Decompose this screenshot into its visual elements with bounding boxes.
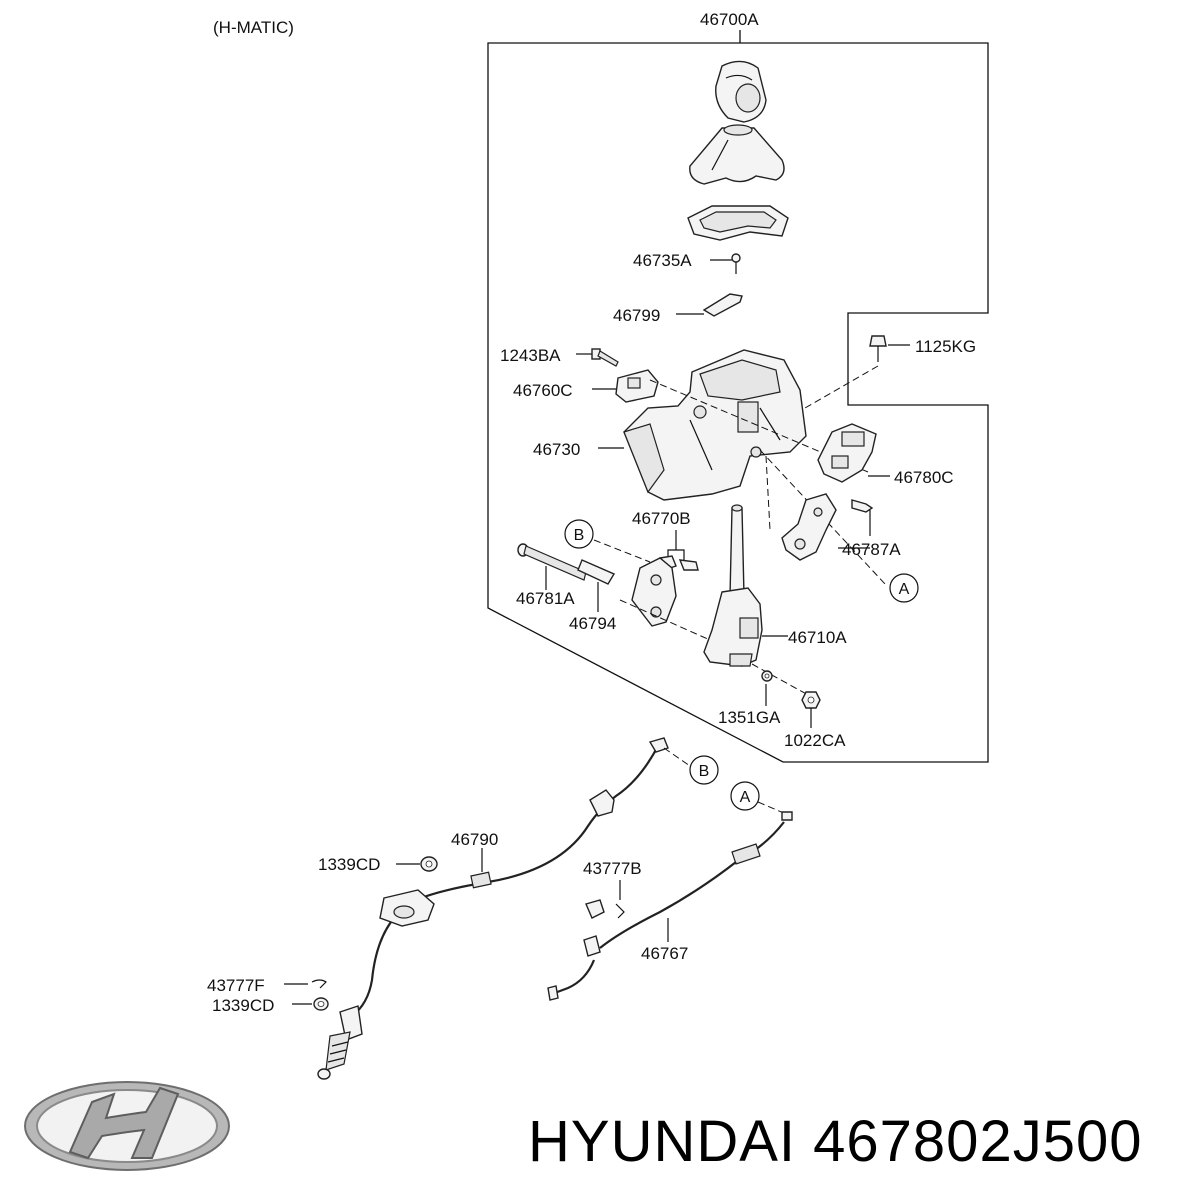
assembly-frame bbox=[487, 30, 989, 763]
select-cable-icon bbox=[547, 811, 793, 1001]
clip-icon bbox=[577, 559, 616, 585]
shifter-base-icon bbox=[623, 349, 807, 501]
lever-housing-icon bbox=[703, 587, 763, 667]
svg-text:B: B bbox=[699, 763, 710, 780]
svg-text:B: B bbox=[574, 527, 585, 544]
shift-cable-icon bbox=[317, 737, 669, 1080]
switch-icon bbox=[615, 369, 659, 403]
part-label-46781A: 46781A bbox=[516, 589, 575, 608]
svg-text:A: A bbox=[899, 581, 910, 598]
part-label-46780C: 46780C bbox=[894, 468, 954, 487]
bolt-icon bbox=[591, 348, 619, 367]
hyundai-logo-icon bbox=[24, 1081, 230, 1171]
grommet-icon bbox=[420, 856, 438, 872]
part-label-46799: 46799 bbox=[613, 306, 660, 325]
bolt-icon bbox=[869, 335, 887, 362]
shift-knob-icon bbox=[715, 60, 767, 123]
part-label-43777B: 43777B bbox=[583, 859, 642, 878]
part-label-46787A: 46787A bbox=[842, 540, 901, 559]
cotter-pin-icon bbox=[311, 979, 327, 989]
bracket-icon bbox=[702, 293, 743, 317]
reference-marker-b: B bbox=[564, 519, 594, 549]
screw-icon bbox=[851, 499, 874, 513]
shift-boot-icon bbox=[689, 124, 785, 185]
part-label-1022CA: 1022CA bbox=[784, 731, 846, 750]
svg-text:A: A bbox=[740, 789, 751, 806]
part-label-1243BA: 1243BA bbox=[500, 346, 561, 365]
part-label-46790: 46790 bbox=[451, 830, 498, 849]
brand-caption: HYUNDAI 467802J500 bbox=[528, 1108, 1142, 1175]
brand-part-number: 467802J500 bbox=[813, 1109, 1143, 1174]
reference-marker-a: A bbox=[889, 573, 919, 603]
indicator-bezel-icon bbox=[687, 205, 789, 241]
solenoid-icon bbox=[817, 423, 877, 483]
part-label-1125KG: 1125KG bbox=[915, 337, 976, 356]
assembly-code-label: 46700A bbox=[700, 10, 759, 29]
part-label-1339CD-top: 1339CD bbox=[318, 855, 380, 874]
part-label-1351GA: 1351GA bbox=[718, 708, 781, 727]
screw-icon bbox=[731, 253, 741, 274]
reference-marker-a: A bbox=[730, 781, 760, 811]
nut-icon bbox=[801, 691, 821, 709]
cover-plate-icon bbox=[631, 557, 677, 627]
part-label-43777F: 43777F bbox=[207, 976, 265, 995]
variant-label: (H-MATIC) bbox=[213, 18, 294, 37]
brand-name: HYUNDAI bbox=[528, 1109, 797, 1174]
part-label-46767: 46767 bbox=[641, 944, 688, 963]
part-label-46770B: 46770B bbox=[632, 509, 691, 528]
grommet-icon bbox=[313, 997, 329, 1011]
shift-lever-icon bbox=[729, 504, 745, 597]
reference-marker-b: B bbox=[689, 755, 719, 785]
pin-icon bbox=[517, 543, 587, 581]
part-label-46710A: 46710A bbox=[788, 628, 847, 647]
part-label-46730: 46730 bbox=[533, 440, 580, 459]
washer-icon bbox=[761, 670, 773, 682]
clip-icon bbox=[585, 899, 625, 919]
part-label-46760C: 46760C bbox=[513, 381, 573, 400]
part-label-46794: 46794 bbox=[569, 614, 616, 633]
part-label-1339CD-bottom: 1339CD bbox=[212, 996, 274, 1015]
part-label-46735A: 46735A bbox=[633, 251, 692, 270]
lever-bracket-icon bbox=[781, 493, 837, 561]
